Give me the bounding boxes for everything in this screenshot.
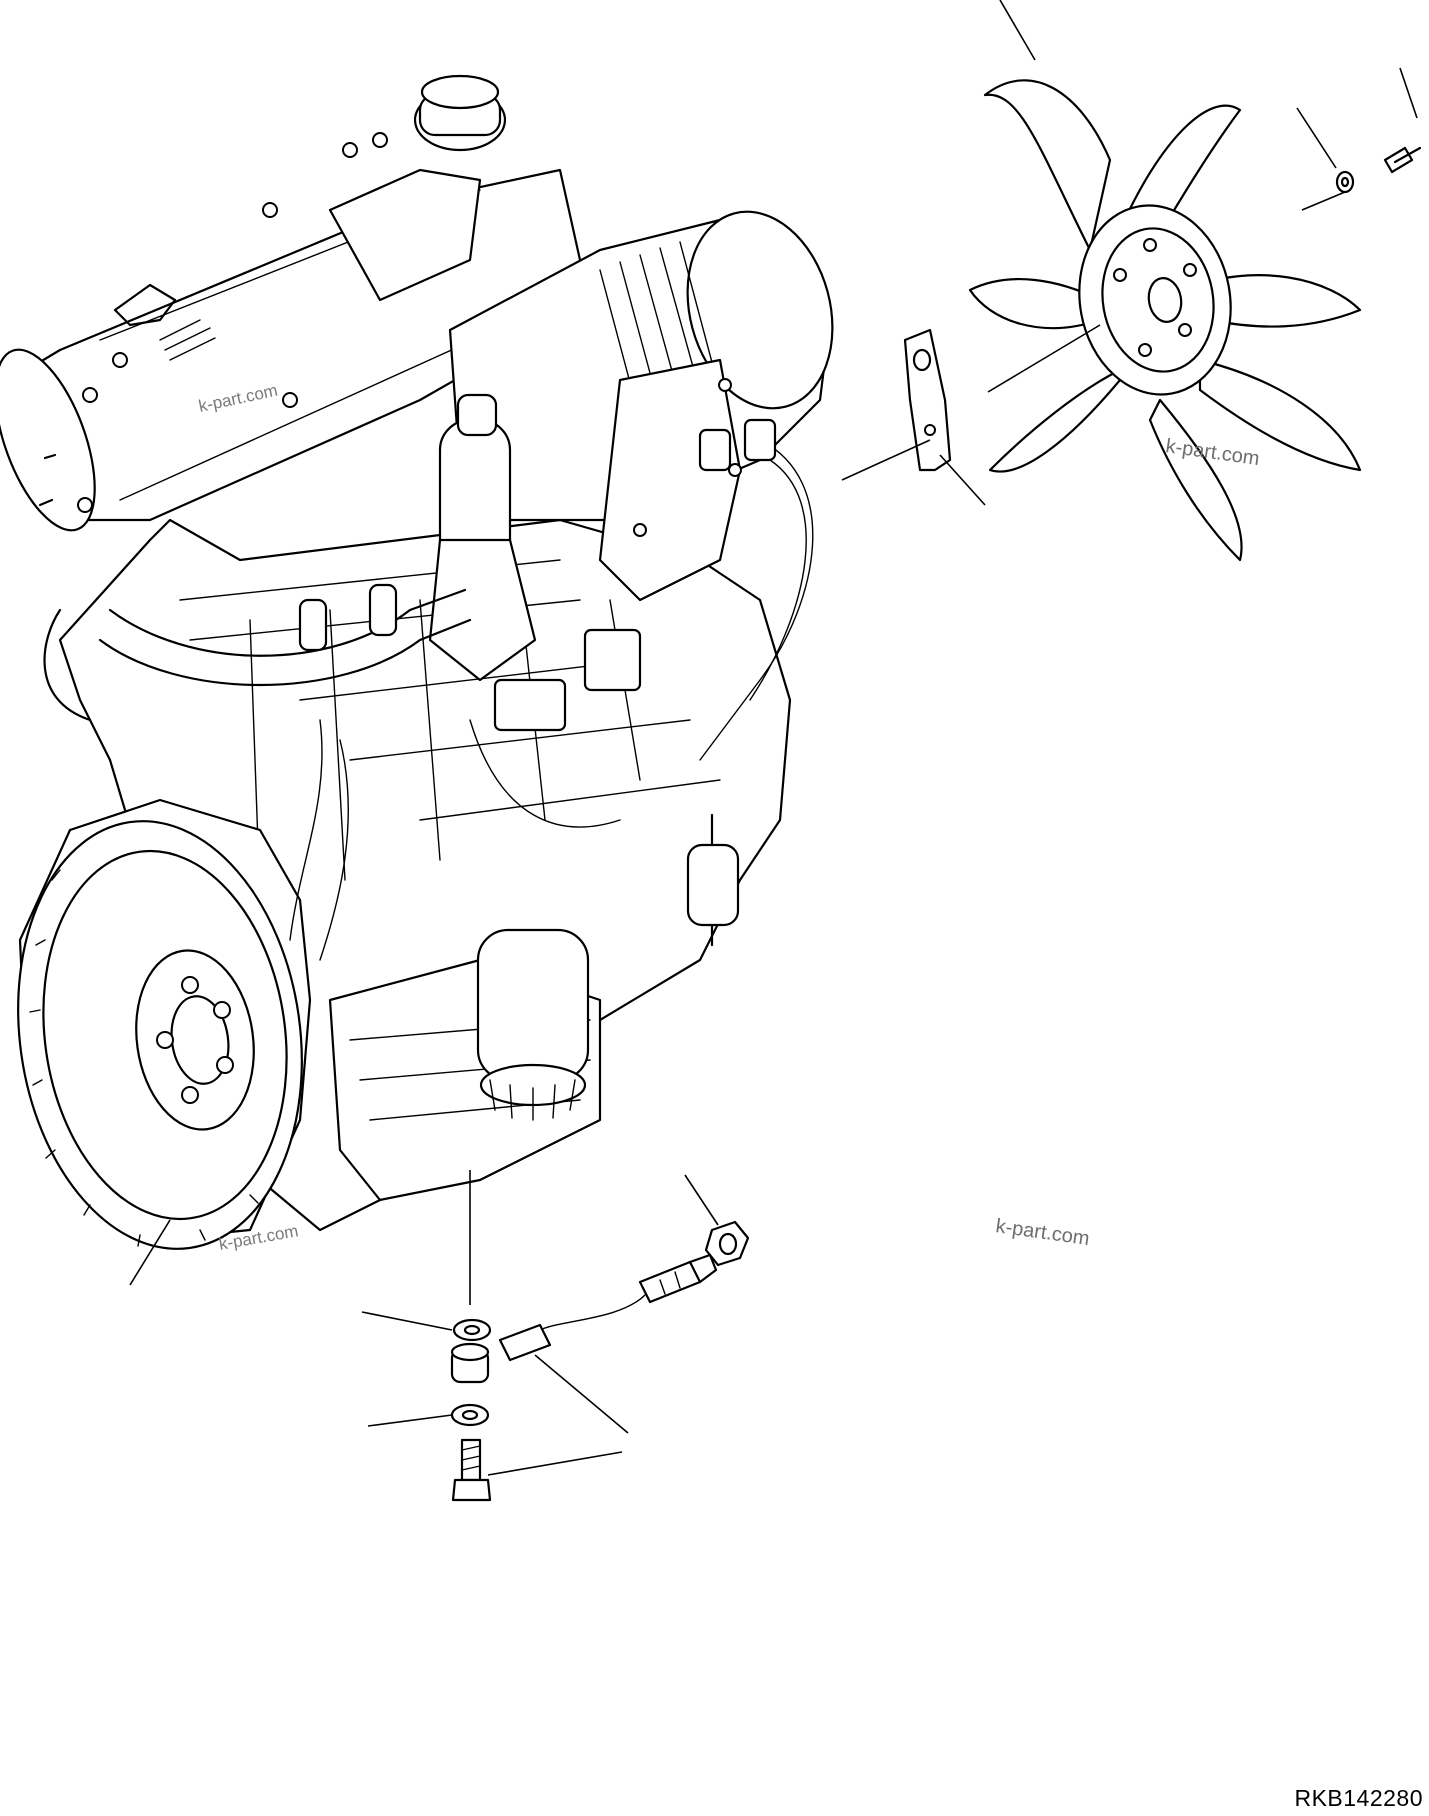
- watermark-3: k-part.com: [994, 1215, 1091, 1250]
- engine-assembly: [0, 74, 834, 1250]
- leader-lines: [129, 0, 1418, 1476]
- cooling-fan: [903, 79, 1422, 562]
- small-parts: [450, 1220, 750, 1502]
- drawing-code: RKB142280: [1294, 1785, 1423, 1811]
